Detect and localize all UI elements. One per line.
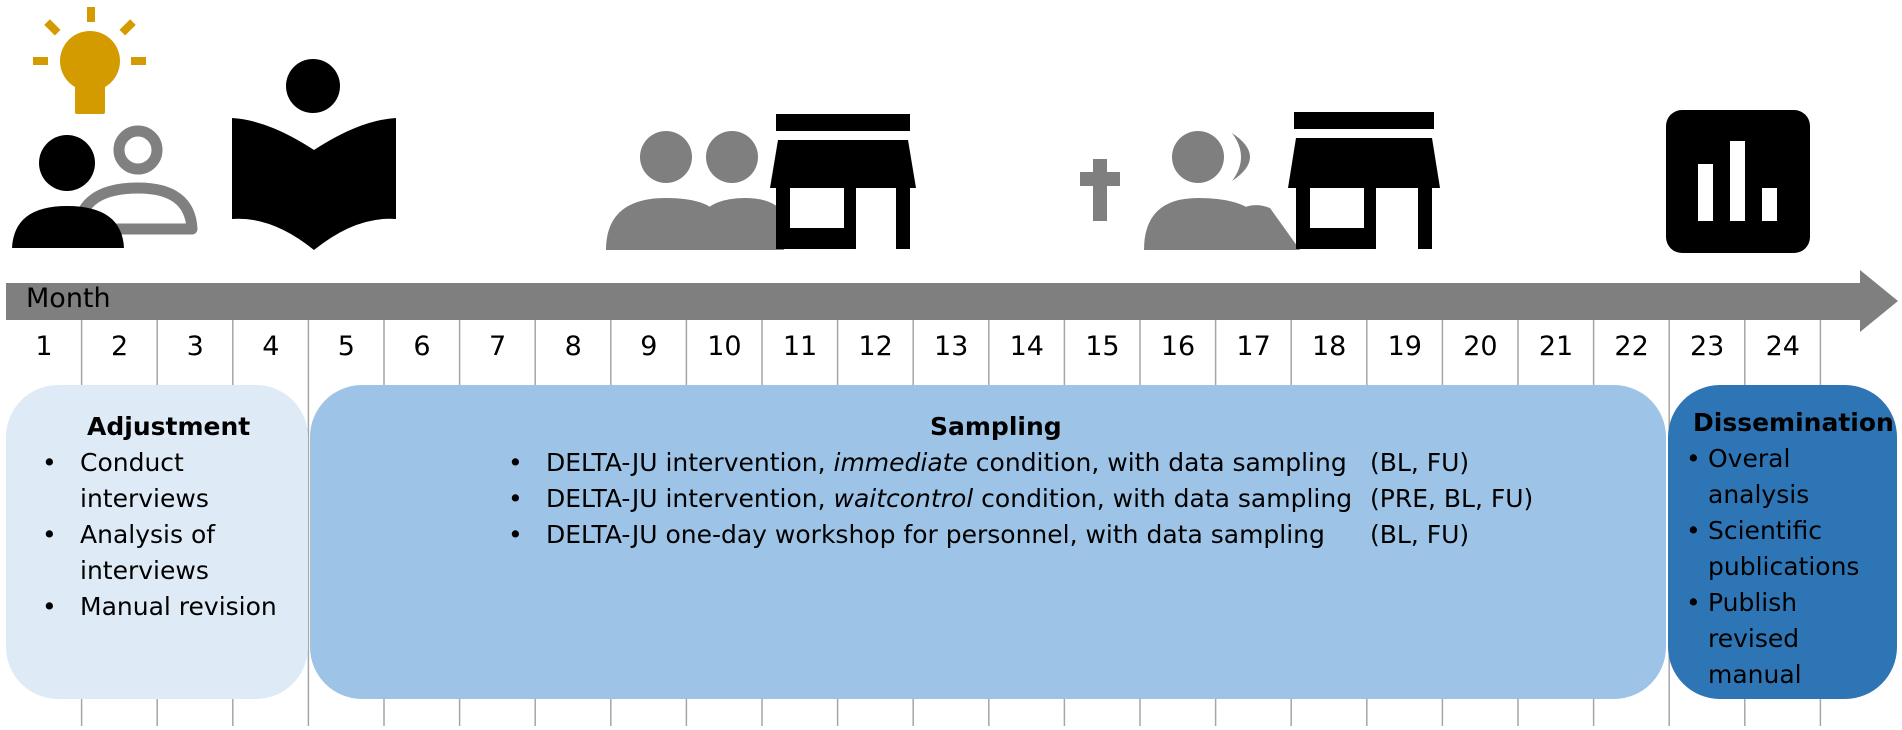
- dissemination-bullet-3: •: [1686, 588, 1701, 617]
- adjustment-bullet-1: •: [42, 448, 57, 477]
- month-number-7: 7: [489, 331, 507, 362]
- month-number-2: 2: [111, 331, 129, 362]
- month-number-19: 19: [1387, 331, 1422, 362]
- adjustment-item-1-line-2: interviews: [80, 484, 209, 513]
- month-number-21: 21: [1538, 331, 1574, 362]
- month-number-12: 12: [858, 331, 893, 362]
- sampling-bullet-2: •: [508, 484, 523, 513]
- month-number-15: 15: [1085, 331, 1120, 362]
- sampling-item-3: DELTA-JU one-day workshop for personnel,…: [546, 520, 1325, 549]
- month-number-5: 5: [337, 331, 355, 362]
- month-number-20: 20: [1463, 331, 1498, 362]
- axis-label: Month: [26, 283, 111, 314]
- month-number-16: 16: [1160, 331, 1196, 362]
- phase-dissemination: [1668, 385, 1897, 699]
- adjustment-title: Adjustment: [87, 412, 251, 441]
- dissemination-item-2-line-2: publications: [1708, 552, 1860, 581]
- dissemination-bullet-2: •: [1686, 516, 1701, 545]
- month-number-22: 22: [1614, 331, 1649, 362]
- dissemination-item-1-line-1: Overal: [1708, 444, 1791, 473]
- month-number-24: 24: [1765, 331, 1800, 362]
- dissemination-item-3-line-2: revised: [1708, 624, 1800, 653]
- month-number-6: 6: [413, 331, 431, 362]
- month-number-1: 1: [35, 331, 53, 362]
- icons-row: [12, 7, 1810, 253]
- sampling-title: Sampling: [930, 412, 1062, 441]
- sampling-item-2: DELTA-JU intervention, waitcontrol condi…: [546, 484, 1353, 513]
- dissemination-title: Dissemination: [1693, 408, 1894, 437]
- reading-person-icon: [232, 59, 396, 250]
- adjustment-item-1-line-1: Conduct: [80, 448, 184, 477]
- sampling-item-1: DELTA-JU intervention, immediate conditi…: [546, 448, 1347, 477]
- sampling-item-2-tag: (PRE, BL, FU): [1370, 484, 1534, 513]
- phase-sampling: [310, 385, 1666, 699]
- adjustment-bullet-2: •: [42, 520, 57, 549]
- dissemination-item-1-line-2: analysis: [1708, 480, 1810, 509]
- add-group-store-icon: [1080, 112, 1440, 250]
- bar-chart-icon: [1666, 110, 1810, 253]
- timeline-arrow-head: [1860, 270, 1898, 332]
- month-number-11: 11: [782, 331, 818, 362]
- month-number-9: 9: [640, 331, 658, 362]
- adjustment-bullet-3: •: [42, 592, 57, 621]
- group-store-icon: [606, 114, 916, 250]
- month-number-13: 13: [934, 331, 969, 362]
- sampling-bullet-1: •: [508, 448, 523, 477]
- dissemination-item-3-line-3: manual: [1708, 660, 1802, 689]
- adjustment-item-3-line-1: Manual revision: [80, 592, 277, 621]
- sampling-item-3-tag: (BL, FU): [1370, 520, 1470, 549]
- phase-adjustment: [6, 385, 308, 699]
- month-number-23: 23: [1690, 331, 1725, 362]
- timeline-arrow-shaft: [6, 283, 1862, 320]
- adjustment-item-2-line-1: Analysis of: [80, 520, 216, 549]
- month-number-8: 8: [564, 331, 582, 362]
- adjustment-item-2-line-2: interviews: [80, 556, 209, 585]
- month-number-17: 17: [1236, 331, 1271, 362]
- month-number-10: 10: [707, 331, 742, 362]
- idea-people-icon: [12, 7, 198, 248]
- sampling-bullet-3: •: [508, 520, 523, 549]
- month-number-3: 3: [186, 331, 204, 362]
- month-number-14: 14: [1009, 331, 1044, 362]
- sampling-item-1-tag: (BL, FU): [1370, 448, 1470, 477]
- month-number-4: 4: [262, 331, 280, 362]
- dissemination-item-3-line-1: Publish: [1708, 588, 1798, 617]
- dissemination-item-2-line-1: Scientific: [1708, 516, 1823, 545]
- dissemination-bullet-1: •: [1686, 444, 1701, 473]
- month-number-18: 18: [1312, 331, 1347, 362]
